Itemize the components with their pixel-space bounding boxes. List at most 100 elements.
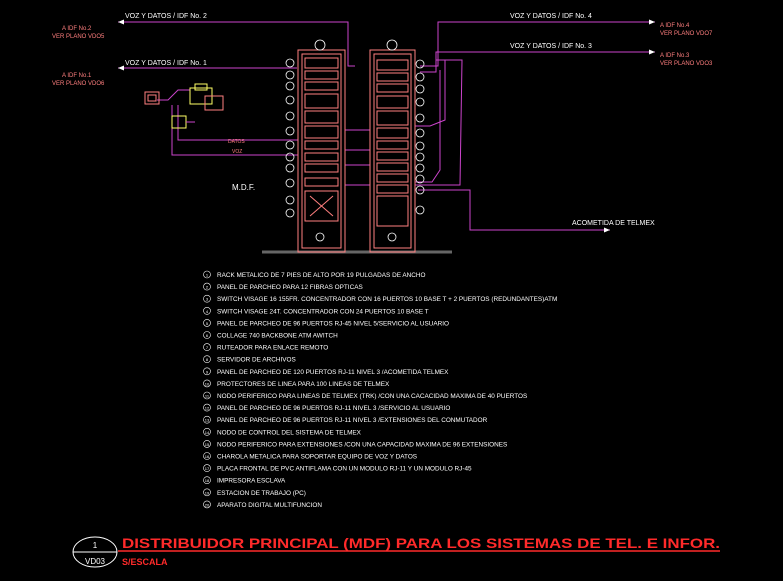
legend-number: 13 (205, 418, 210, 423)
legend-list: 1 RACK METALICO DE 7 PIES DE ALTO POR 19 … (203, 270, 557, 509)
legend-item: RACK METALICO DE 7 PIES DE ALTO POR 19 P… (217, 272, 425, 279)
cable-right-3 (415, 59, 463, 186)
rack-voice (369, 49, 416, 253)
legend-bubble (203, 379, 211, 388)
legend-item: SERVIDOR DE ARCHIVOS (217, 357, 296, 364)
legend-item: RUTEADOR PARA ENLACE REMOTO (217, 345, 328, 352)
arrow-heads (118, 19, 655, 233)
desk-devices (144, 83, 224, 129)
legend-item: CHAROLA METALICA PARA SOPORTAR EQUIPO DE… (217, 454, 417, 461)
arrow-idf2 (118, 19, 124, 25)
legend-number: 10 (205, 381, 210, 386)
legend-item: SWITCH VISAGE 16 155FR. CONCENTRADOR CON… (217, 296, 557, 303)
legend-number: 8 (206, 357, 209, 362)
legend-number: 19 (205, 490, 210, 495)
legend-bubble (203, 391, 211, 400)
legend-item: NODO PERIFERICO PARA EXTENSIONES /CON UN… (217, 441, 507, 448)
title-number: 1 (93, 541, 98, 550)
label-idf4-a: A IDF No.4 (660, 23, 690, 29)
label-idf3-a: A IDF No.3 (660, 53, 690, 59)
legend-number: 16 (205, 454, 210, 459)
legend-number: 1 (206, 273, 209, 278)
label-datos: DATOS (228, 139, 245, 145)
label-voz-idf4: VOZ Y DATOS / IDF No. 4 (510, 13, 592, 20)
label-idf4-b: VER PLANO VDO7 (660, 31, 713, 37)
legend-item: NODO PERIFERICO PARA LINEAS DE TELMEX (T… (217, 393, 527, 400)
legend-number: 12 (205, 406, 210, 411)
legend-number: 14 (205, 430, 210, 435)
legend-number: 20 (205, 502, 210, 507)
callout-bubbles (285, 39, 425, 242)
cable-right-2 (415, 70, 441, 183)
label-idf3-b: VER PLANO VDO3 (660, 61, 713, 67)
label-idf1-b: VER PLANO VDO6 (52, 81, 105, 87)
legend-number: 9 (206, 369, 209, 374)
legend-item: PANEL DE PARCHEO DE 96 PUERTOS RJ-11 NIV… (217, 405, 450, 412)
legend-bubble (203, 306, 211, 315)
legend-number: 17 (205, 466, 210, 471)
legend-item: COLLAGE 740 BACKBONE ATM AWITCH (217, 333, 338, 340)
legend-bubble (203, 403, 211, 412)
legend-item: APARATO DIGITAL MULTIFUNCION (217, 502, 322, 509)
label-acometida: ACOMETIDA DE TELMEX (572, 220, 655, 227)
legend-bubble (203, 343, 211, 351)
legend-bubble (203, 476, 211, 485)
legend-number: 15 (205, 442, 210, 447)
legend-item: PROTECTORES DE LINEA PARA 100 LINEAS DE … (217, 381, 390, 388)
label-voz-idf1: VOZ Y DATOS / IDF No. 1 (125, 60, 207, 67)
legend-number: 4 (206, 309, 209, 314)
legend-bubble (203, 282, 211, 291)
legend-number: 3 (206, 297, 209, 302)
legend-bubble (203, 355, 211, 364)
cable-datos (177, 105, 298, 141)
label-idf1-a: A IDF No.1 (62, 73, 92, 79)
legend-bubble (203, 415, 211, 424)
arrow-idf1 (118, 65, 124, 71)
legend-number: 11 (205, 394, 210, 399)
legend-number: 2 (206, 285, 209, 290)
legend-number: 7 (206, 345, 209, 350)
arrow-idf4 (649, 19, 655, 25)
legend-bubble (203, 367, 211, 376)
drawing-title: DISTRIBUIDOR PRINCIPAL (MDF) PARA LOS SI… (122, 535, 720, 551)
label-mdf: M.D.F. (232, 183, 255, 192)
arrow-acometida (604, 227, 610, 233)
cable-idf4 (420, 21, 655, 67)
title-sheet: VD03 (85, 557, 106, 566)
legend-item: PANEL DE PARCHEO DE 96 PUERTOS RJ-45 NIV… (217, 320, 449, 327)
drawing-scale: S/ESCALA (122, 557, 168, 567)
legend-item: PANEL DE PARCHEO DE 120 PUERTOS RJ-11 NI… (217, 369, 449, 376)
cable-idf2 (118, 21, 355, 67)
legend-bubble (203, 270, 211, 279)
legend-bubble (203, 440, 211, 448)
legend-item: PANEL DE PARCHEO PARA 12 FIBRAS OPTICAS (217, 284, 363, 291)
legend-item: PLACA FRONTAL DE PVC ANTIFLAMA CON UN MO… (217, 466, 472, 473)
label-idf2-a: A IDF No.2 (62, 26, 92, 32)
legend-bubble (203, 464, 211, 472)
legend-bubble (203, 319, 211, 327)
cable-idf3 (420, 51, 655, 73)
cable-right-1 (415, 60, 446, 127)
label-voz-idf3: VOZ Y DATOS / IDF No. 3 (510, 43, 592, 50)
legend-item: ESTACION DE TRABAJO (PC) (217, 490, 306, 497)
legend-bubble (203, 500, 211, 509)
label-idf2-b: VER PLANO VDO5 (52, 34, 105, 40)
legend-number: 5 (206, 321, 209, 326)
legend-bubble (203, 427, 211, 436)
cable-phone (157, 89, 190, 101)
arrow-idf3 (649, 49, 655, 55)
cable-lines (118, 21, 655, 231)
legend-bubble (203, 331, 211, 339)
legend-bubble (203, 294, 211, 303)
cable-voz (171, 105, 298, 156)
label-voz: VOZ (232, 149, 242, 155)
title-block: 1 VD03 DISTRIBUIDOR PRINCIPAL (MDF) PARA… (85, 535, 720, 567)
legend-bubble (203, 452, 211, 460)
legend-item: NODO DE CONTROL DEL SISTEMA DE TELMEX (217, 429, 362, 436)
title-bubble (72, 536, 720, 568)
legend-number: 18 (205, 478, 210, 483)
label-group: VOZ Y DATOS / IDF No. 2 VOZ Y DATOS / ID… (125, 13, 655, 227)
idf-ref-group: A IDF No.2 VER PLANO VDO5 A IDF No.1 VER… (52, 23, 713, 155)
